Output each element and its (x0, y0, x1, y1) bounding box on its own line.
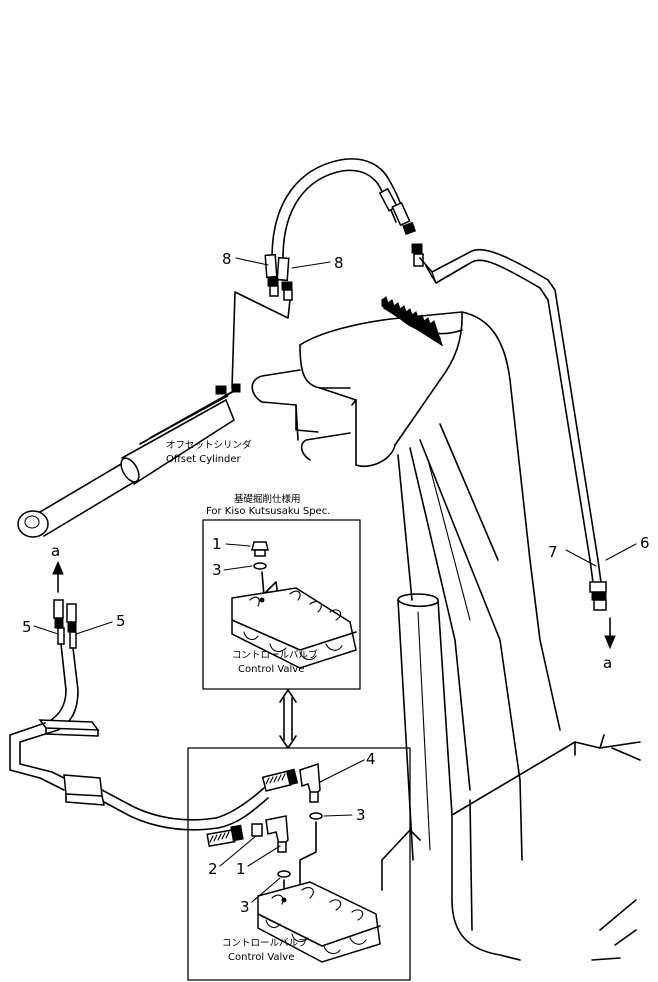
callout-2: 2 (208, 860, 218, 878)
control-valve-inset (187, 747, 411, 981)
callout-leaders (33, 257, 637, 903)
offset-cylinder-label-jp: オフセットシリンダ (166, 439, 252, 451)
callout-3-mid: 3 (356, 806, 366, 824)
callout-3-top: 3 (212, 561, 222, 579)
callout-8-left: 8 (222, 250, 232, 268)
left-hose-assembly (9, 599, 219, 831)
kiso-spec-label-jp: 基礎掘削仕様用 (234, 493, 301, 505)
callout-3-bottom: 3 (240, 898, 250, 916)
connection-mark-a-left: a (51, 542, 60, 560)
offset-cylinder (17, 291, 291, 538)
control-valve-top-label-en: Control Valve (238, 664, 304, 675)
offset-cylinder-label-en: Offset Cylinder (166, 454, 242, 465)
callout-6: 6 (640, 534, 650, 552)
callout-5-left: 5 (22, 618, 32, 636)
double-arrow (279, 689, 297, 749)
boom-comb-detail (381, 296, 443, 347)
right-steel-pipes (419, 248, 607, 611)
callout-1-top: 1 (212, 535, 222, 553)
callout-7: 7 (548, 543, 558, 561)
callout-1-bottom: 1 (236, 860, 246, 878)
control-valve-bottom-label-en: Control Valve (228, 952, 294, 963)
control-valve-top-label-jp: コントロールバルブ (232, 649, 318, 661)
callout-5-right: 5 (116, 612, 126, 630)
kiso-spec-label-en: For Kiso Kutsusaku Spec. (206, 506, 330, 517)
callout-4: 4 (366, 750, 376, 768)
kiso-spec-inset (202, 519, 361, 690)
connection-mark-a-right: a (603, 654, 612, 672)
control-valve-bottom-label-jp: コントロールバルブ (222, 937, 308, 949)
top-hose-assembly (264, 158, 424, 301)
callout-8-right: 8 (334, 254, 344, 272)
